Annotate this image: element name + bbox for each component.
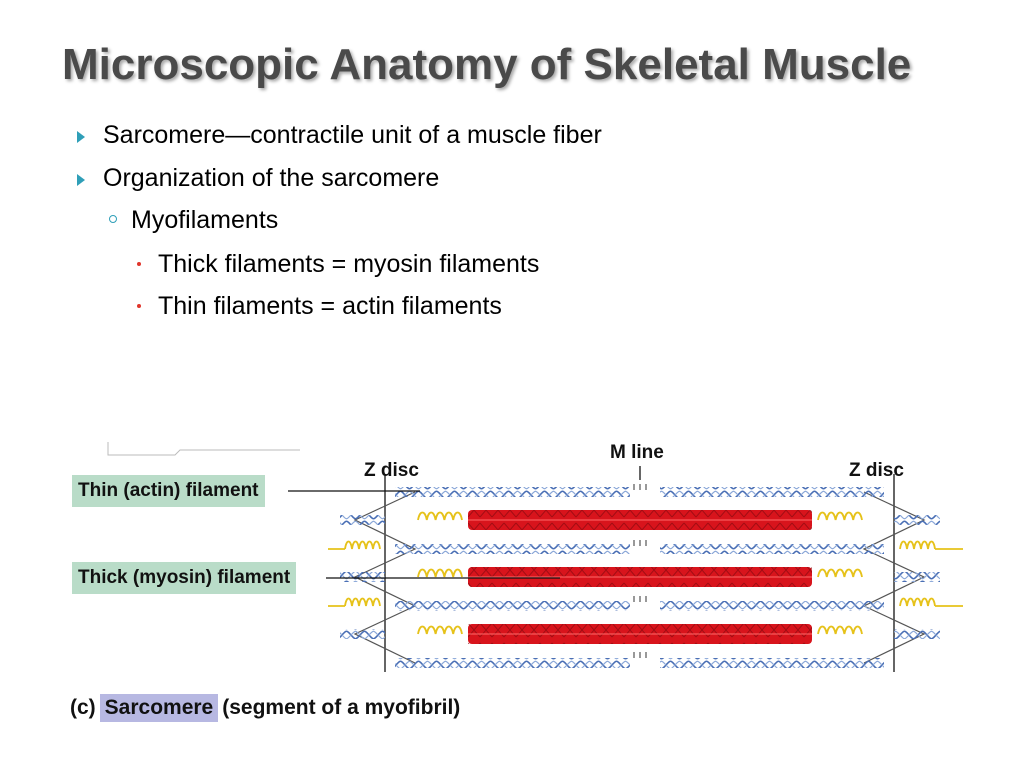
figure-artifact-line [107,442,300,456]
caption-prefix: (c) [70,696,96,719]
bullet-item-2: Organization of the sarcomere [103,164,440,192]
actin-filament-outer [340,572,385,582]
titin-spring [817,625,863,635]
actin-filament [395,601,630,611]
titin-spring [344,540,381,550]
actin-filament-outer [894,515,940,525]
z-disc-right-label: Z disc [849,460,904,481]
m-line-label: M line [610,442,664,463]
bullet-item-3: Myofilaments [131,206,279,234]
actin-filament [395,487,630,497]
caption-suffix: (segment of a myofibril) [222,696,461,719]
thick-filament-label: Thick (myosin) filament [72,562,297,594]
z-disc-left-label: Z disc [364,460,419,481]
actin-filament [660,658,884,668]
titin-spring [417,511,463,521]
figure-caption: (c) Sarcomere (segment of a myofibril) [70,694,460,722]
bullet-list: Sarcomere—contractile unit of a muscle f… [0,0,1024,340]
triangle-bullet-icon [77,174,85,186]
actin-filament-outer [340,515,385,525]
titin-spring [899,597,936,607]
actin-filament [395,658,630,668]
dot-bullet-icon [137,262,141,266]
actin-filament [395,544,630,554]
actin-filament [660,487,884,497]
actin-filament [660,601,884,611]
titin-spring [817,568,863,578]
actin-filament-outer [894,629,940,639]
titin-spring [899,540,936,550]
titin-spring [817,511,863,521]
bullet-item-5: Thin filaments = actin filaments [158,292,502,320]
titin-spring [417,625,463,635]
triangle-bullet-icon [77,131,85,143]
actin-filament [660,544,884,554]
actin-filament-outer [894,572,940,582]
bullet-item-1: Sarcomere—contractile unit of a muscle f… [103,121,602,149]
slide-title: Microscopic Anatomy of Skeletal Muscle [62,40,912,89]
caption-highlight: Sarcomere [99,694,219,722]
titin-spring [417,568,463,578]
actin-filament-outer [340,629,385,639]
dot-bullet-icon [137,304,141,308]
ring-bullet-icon [109,215,117,223]
bullet-item-4: Thick filaments = myosin filaments [158,250,540,278]
thin-filament-label: Thin (actin) filament [72,475,265,507]
titin-spring [344,597,381,607]
